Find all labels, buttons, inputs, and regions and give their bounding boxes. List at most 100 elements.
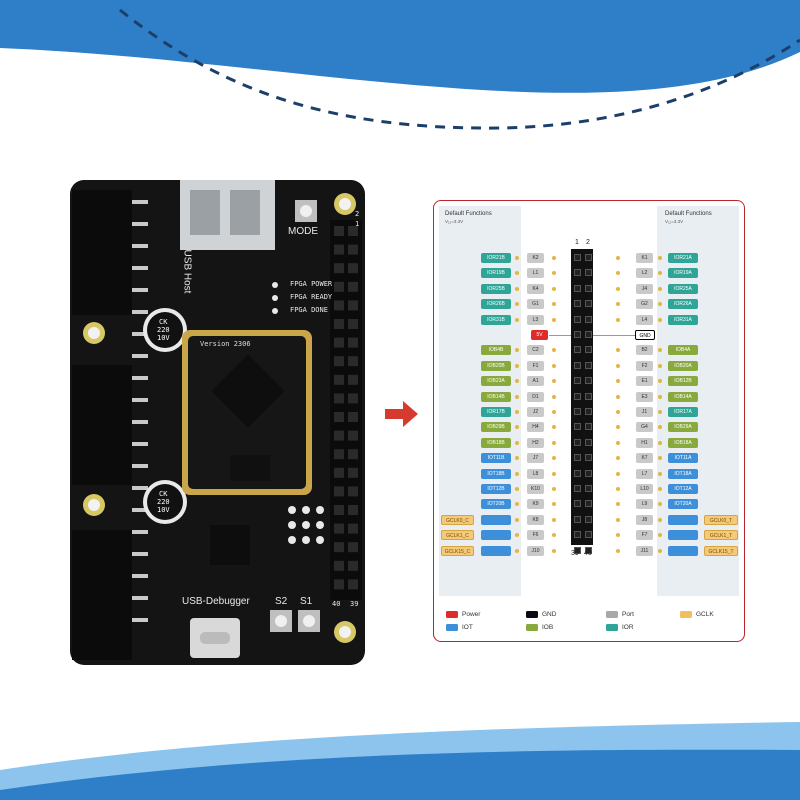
right-dot [658, 410, 662, 414]
board-left-pin [132, 376, 148, 380]
right-dot [658, 379, 662, 384]
pin1-label: 1 [355, 220, 360, 228]
right-pin-dot [616, 256, 620, 260]
bottom-banner [0, 749, 800, 800]
board-image [70, 180, 365, 665]
header-pin-odd [574, 546, 581, 554]
board-left-pin [132, 244, 148, 248]
board-left-pin [132, 266, 148, 270]
right-pin-dot [616, 286, 620, 291]
right-function-chip [668, 514, 698, 525]
board-left-pin [132, 398, 148, 402]
right-port-label: L9 [636, 499, 653, 510]
board-left-pin [132, 508, 148, 512]
right-function-chip: IOT11A [668, 453, 698, 464]
left-dot [515, 394, 519, 399]
right-port-label: L4 [636, 314, 653, 325]
board-header-pin [348, 281, 358, 292]
left-function-chip: IOR19B [481, 268, 511, 279]
board-header-pin [334, 505, 344, 515]
right-dot [658, 363, 662, 368]
left-pin-dot [552, 440, 556, 445]
left-pin-dot [552, 379, 556, 384]
left-function-chip: IOB23A [481, 376, 511, 387]
left-pin-dot [552, 456, 556, 461]
right-dot [658, 425, 662, 430]
top-banner [0, 0, 800, 93]
header-pin-odd [574, 361, 581, 369]
legend-label: Port [622, 611, 634, 618]
header-pin-even [585, 269, 592, 277]
legend-swatch [526, 624, 538, 631]
header-pin-odd [574, 485, 581, 492]
right-function-chip [668, 530, 698, 541]
board-left-pin [132, 574, 148, 578]
right-function-chip: IOR26A [668, 299, 698, 310]
right-panel-sub: V₁₂=3.3V [665, 219, 684, 224]
power-5v-label: 5V [531, 330, 548, 340]
legend-label: GND [542, 611, 557, 618]
status-label-done: FPGA DONE [290, 306, 328, 314]
left-port-label: K10 [527, 484, 544, 494]
right-function-chip: IOR19A [668, 268, 698, 279]
header-pin-odd [574, 254, 581, 261]
right-pin-dot [616, 271, 620, 276]
header-pin-even [585, 392, 592, 400]
right-dot [658, 286, 662, 291]
gclk-left-chip: GCLK15_C [441, 545, 474, 556]
board-header-pin [348, 449, 358, 460]
right-port-label: L7 [636, 468, 653, 479]
pin-number-2: 2 [586, 239, 590, 246]
legend-label: IOR [622, 624, 634, 631]
left-dot [515, 456, 519, 461]
right-dot [658, 302, 662, 307]
left-dot [515, 410, 519, 414]
left-port-label: K8 [527, 514, 544, 525]
pin-number-39: 39 [571, 550, 579, 557]
gclk-left-chip: GCLK1_C [441, 530, 474, 541]
right-function-chip: IOB12B [668, 376, 698, 387]
board-left-pin [132, 288, 148, 292]
legend-swatch [680, 611, 692, 618]
left-function-chip: IOT11B [481, 453, 511, 464]
board-header-pin [334, 319, 344, 329]
left-function-chip: IOB18B [481, 437, 511, 448]
left-pin-dot [552, 348, 556, 353]
left-function-chip: IOR17B [481, 407, 511, 417]
left-port-label: G1 [527, 299, 544, 310]
right-dot [658, 440, 662, 445]
header-pin-odd [574, 346, 581, 354]
right-function-chip: IOB20A [668, 360, 698, 371]
right-pin-dot [616, 533, 620, 538]
right-pin-dot [616, 302, 620, 307]
header-pin-odd [574, 531, 581, 539]
pin-number-40: 40 [584, 550, 592, 557]
status-label-ready: FPGA READY [290, 293, 333, 301]
usb-host-label: USB Host [181, 249, 193, 294]
board-header-pin [334, 244, 344, 255]
header-pin-even [585, 331, 592, 338]
pin-number-1: 1 [575, 239, 579, 246]
header-pin-odd [574, 500, 581, 508]
header-pin-even [585, 423, 592, 431]
left-port-label: F6 [527, 530, 544, 541]
left-function-chip: IOB4B [481, 345, 511, 356]
header-pin-odd [574, 515, 581, 523]
right-port-label: F2 [636, 360, 653, 371]
right-dot [658, 456, 662, 461]
right-function-chip: IOB29A [668, 422, 698, 433]
right-dot [658, 487, 662, 491]
board-header-pin [348, 486, 358, 497]
left-dot [515, 286, 519, 291]
left-dot [515, 302, 519, 307]
right-function-chip: IOB18A [668, 437, 698, 448]
arrow-right-icon [385, 401, 418, 427]
pin39-label: 39 [350, 600, 359, 608]
right-dot [658, 533, 662, 538]
s1-label: S1 [300, 596, 313, 607]
pinout-diagram: Default Functions V₁₂=3.3V Default Funct… [433, 200, 745, 642]
left-port-label: K9 [527, 499, 544, 510]
header-pin-even [585, 361, 592, 369]
s2-label: S2 [275, 596, 288, 607]
